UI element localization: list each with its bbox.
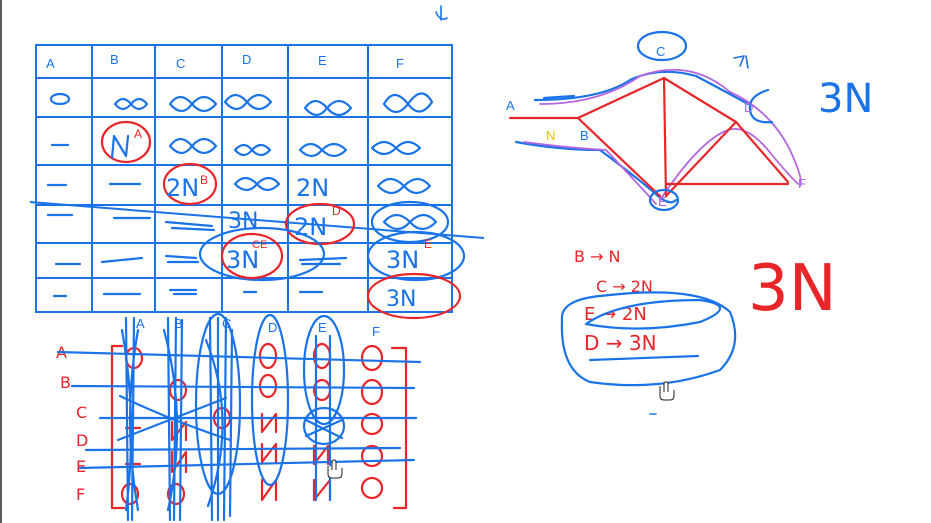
distance-matrix: A B C D E F A B C D E F [56,312,422,522]
c3-value: 2N [166,174,199,202]
matrix-row-d: D [76,431,88,450]
node-f-label: F [798,176,806,191]
e3-value: 2N [296,174,329,202]
note-line-4: D → 3N [584,331,657,355]
d5-superscript: CE [252,239,267,251]
node-a-label: A [506,98,515,113]
matrix-col-a: A [136,316,145,331]
matrix-row-e: E [76,457,86,476]
b2-superscript: A [134,127,142,141]
edge-n-label: N [546,128,555,143]
top-stray-mark [435,5,448,21]
d5-value: 3N [226,246,259,274]
matrix-col-e: E [318,320,327,335]
notes-block: B → N C → 2N E → 2N D → 3N 3N [560,247,837,415]
adjacency-table: A B C D E F A 2N [29,44,485,320]
big-3n-label: 3N [748,252,837,326]
note-line-1: B → N [574,247,621,266]
road-graph: A B C D E F N 3N [506,30,873,212]
hand-pointer-icon [327,459,343,479]
side-note-3n: 3N [818,76,873,122]
e4-superscript: D [332,204,341,218]
matrix-row-c: C [76,403,87,422]
canvas-left-border [0,0,2,523]
hand-pointer-icon [659,381,675,401]
c3-superscript: B [200,173,208,187]
table-header-a: A [46,56,55,71]
table-header-d: D [242,52,251,67]
matrix-row-b: B [60,373,71,392]
matrix-col-f: F [372,324,380,339]
table-header-f: F [396,56,404,71]
matrix-col-d: D [268,320,277,335]
node-d-label: D [744,100,753,115]
f6-value: 3N [386,287,416,312]
table-header-e: E [318,53,327,68]
table-header-b: B [110,52,119,67]
node-b-label: B [580,128,589,143]
note-line-3: E → 2N [584,304,647,325]
f5-superscript: E [424,237,432,251]
f5-value: 3N [386,246,419,274]
table-header-c: C [176,56,185,71]
matrix-row-f: F [76,485,85,504]
node-e-label: E [658,194,667,209]
node-c-label: C [656,44,665,59]
matrix-col-b: B [174,316,183,331]
e4-value: 2N [294,213,327,241]
note-line-2: C → 2N [596,277,653,296]
